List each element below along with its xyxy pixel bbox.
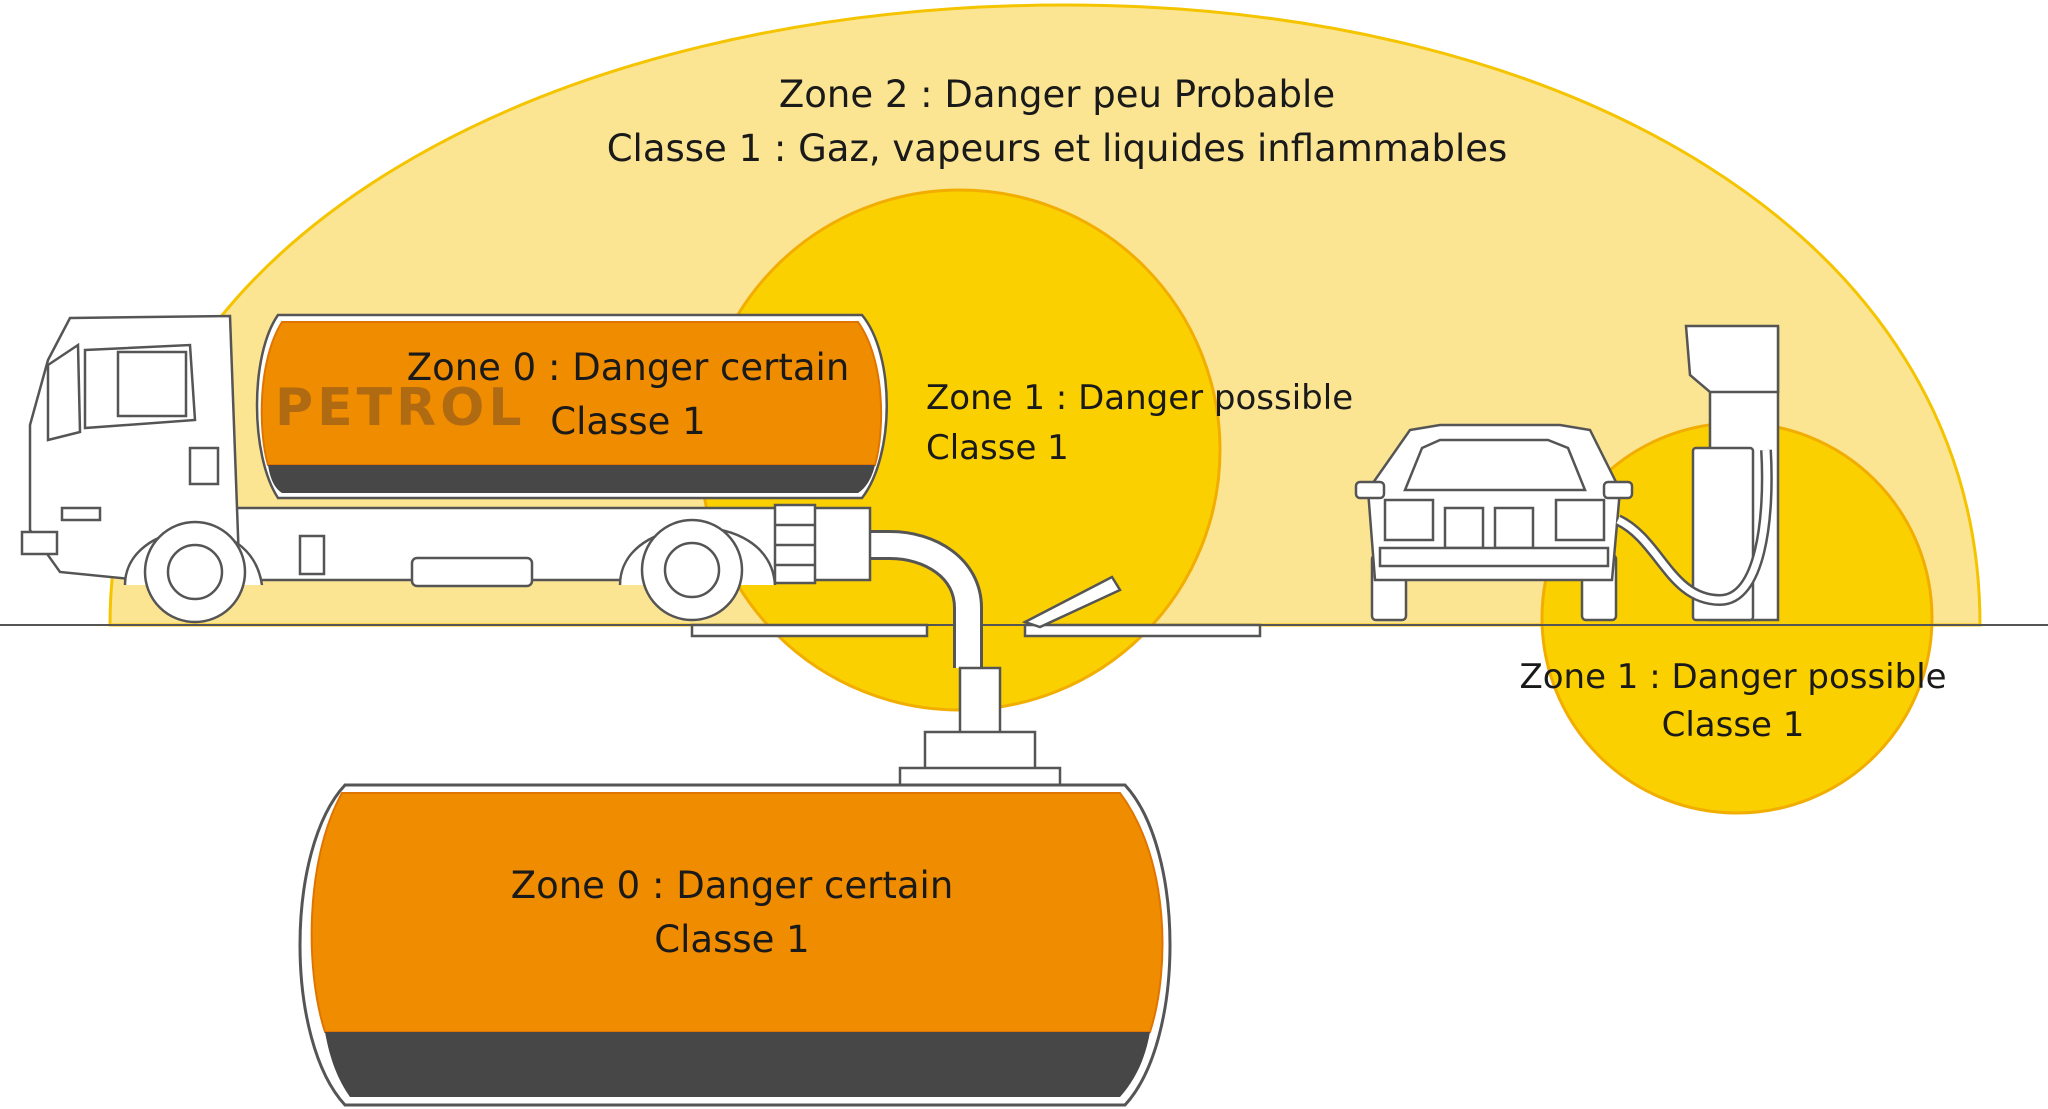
truck-tank-class-label: Classe 1: [550, 400, 706, 443]
pump-class-label: Classe 1: [1661, 705, 1805, 745]
zone2-label-line1: Zone 2 : Danger peu Probable: [778, 73, 1336, 116]
fill-pipe-flange: [923, 730, 1037, 772]
fill-point-zone-label: Zone 1 : Danger possible: [926, 378, 1354, 418]
tank-manhole: [898, 766, 1062, 788]
truck-tank-fill: [260, 321, 883, 493]
underground-tank-class-label: Classe 1: [654, 918, 810, 961]
ground-slab-left: [690, 623, 929, 638]
truck-tank-zone-label: Zone 0 : Danger certain: [406, 346, 850, 389]
fill-hatch-lid: [1021, 575, 1122, 629]
pump-zone-label: Zone 1 : Danger possible: [1519, 657, 1947, 697]
zone2-label-line2: Classe 1 : Gaz, vapeurs et liquides infl…: [606, 127, 1508, 170]
truck-brand-label: PETROL: [275, 378, 526, 438]
underground-tank-zone-label: Zone 0 : Danger certain: [510, 864, 954, 907]
underground-tank: [298, 783, 1172, 1107]
fill-pipe: [958, 666, 1002, 735]
fill-point-class-label: Classe 1: [926, 428, 1069, 468]
ground-slab-right: [1023, 623, 1262, 638]
car: [1354, 423, 1634, 622]
